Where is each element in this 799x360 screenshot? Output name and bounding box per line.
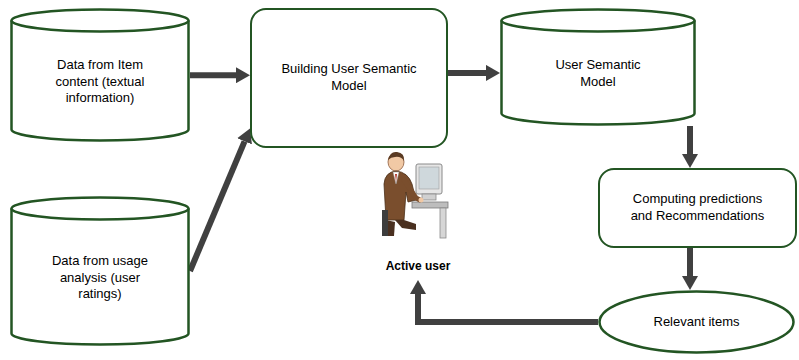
output-ellipse: Relevant items — [598, 290, 795, 354]
data-store: User Semantic Model — [500, 8, 696, 126]
flow-arrow — [448, 70, 486, 76]
cylinder-rim — [12, 209, 189, 220]
cylinder-rim — [502, 21, 695, 32]
node-text: Computing predictions and Recommendation… — [622, 191, 773, 225]
data-store: Data from Item content (textual informat… — [10, 8, 190, 142]
node-text: Relevant items — [654, 314, 740, 331]
flow-arrow — [687, 248, 693, 276]
cylinder-body — [12, 10, 189, 141]
flow-arrow — [418, 294, 598, 322]
process-box: Building User Semantic Model — [250, 8, 448, 148]
process-box: Computing predictions and Recommendation… — [598, 168, 797, 248]
node-text: Building User Semantic Model — [272, 61, 426, 95]
flow-arrow — [190, 141, 245, 271]
node-text: User Semantic Model — [538, 57, 658, 91]
cylinder-rim — [12, 21, 189, 32]
user-node: Active user — [370, 146, 466, 280]
ellipse-shape — [600, 292, 794, 353]
user-label: Active user — [386, 259, 451, 275]
flow-arrow — [190, 72, 236, 78]
node-text: Data from usage analysis (user ratings) — [44, 253, 156, 304]
node-text: Data from Item content (textual informat… — [44, 57, 156, 108]
data-store: Data from usage analysis (user ratings) — [10, 196, 190, 346]
cylinder-body — [502, 10, 695, 125]
flow-arrow — [687, 126, 693, 154]
cylinder-body — [12, 198, 189, 345]
